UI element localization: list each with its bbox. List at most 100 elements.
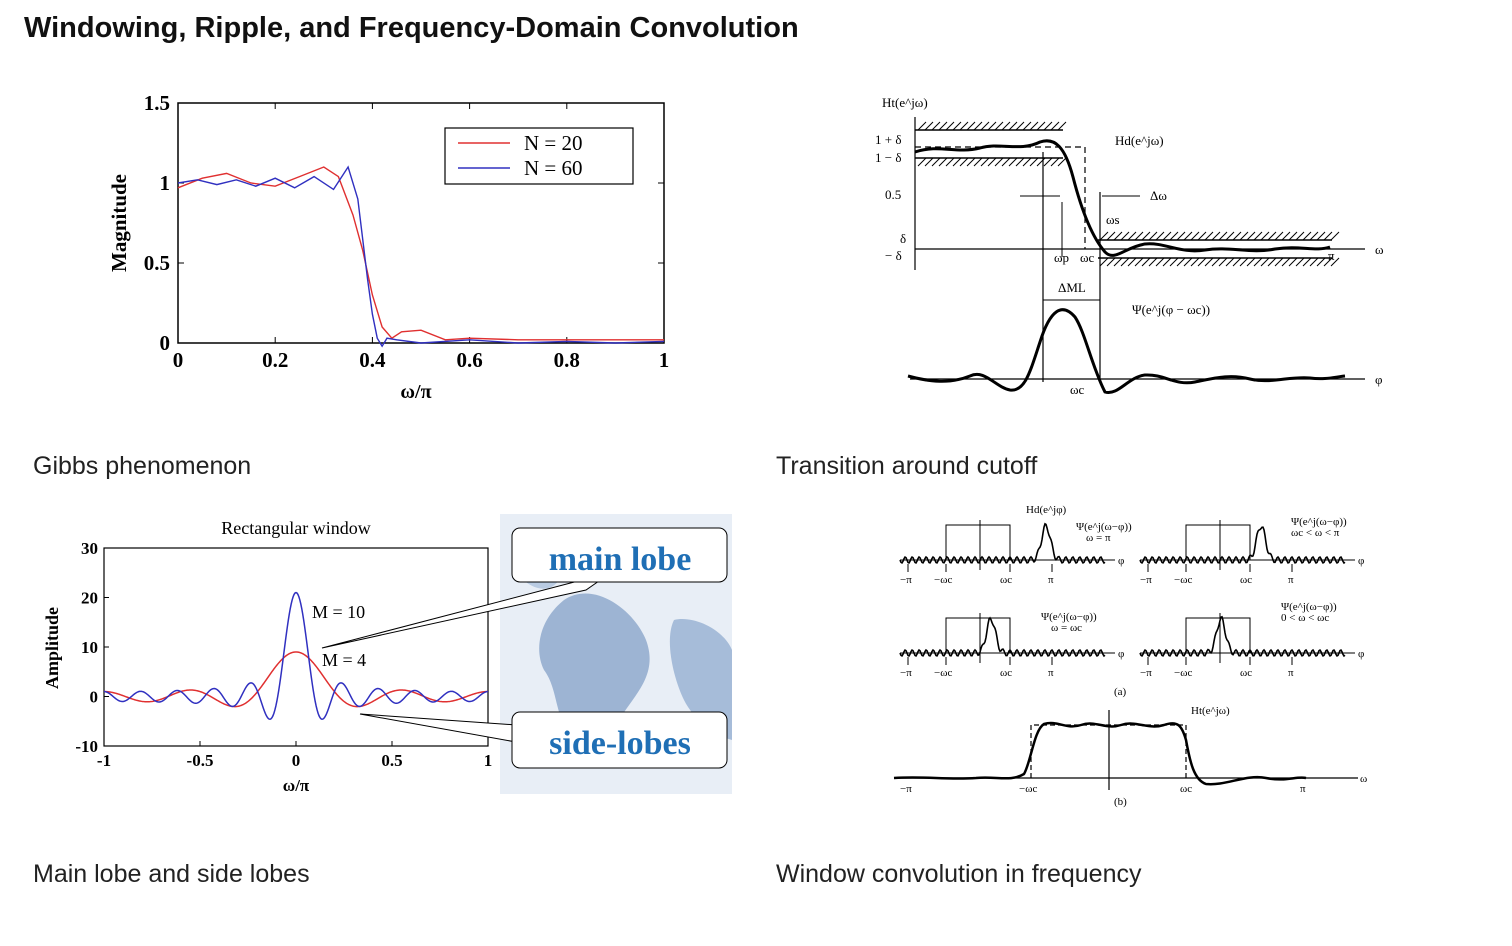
hatch-mark: [1106, 257, 1116, 267]
conv-b-wc: ωc: [1180, 783, 1192, 795]
convolution-diagram: Hd(e^jφ) Ψ(e^j(ω−φ)) ω = π Ψ(e^j(ω−φ)) ω…: [893, 504, 1367, 808]
tr-psi-label: Ψ(e^j(φ − ωc)): [1132, 302, 1210, 317]
hatch-mark: [1176, 231, 1186, 241]
gibbs-ytick-label: 1: [160, 171, 171, 195]
conv-sub-pi: π: [1288, 574, 1294, 586]
hatch-mark: [1134, 257, 1144, 267]
conv-sub-wc: ωc: [1240, 574, 1252, 586]
tr-ideal-response: [915, 146, 1086, 249]
hatch-mark: [1211, 231, 1221, 241]
hatch-mark: [1211, 257, 1221, 267]
hatch-mark: [1120, 257, 1130, 267]
tr-psi-curve: [907, 308, 1346, 394]
tr-omega-c-bottom: ωc: [1070, 382, 1085, 397]
legend-label-n20: N = 20: [524, 131, 583, 155]
hatch-mark: [1148, 231, 1158, 241]
hatch-mark: [1330, 231, 1340, 241]
hatch-mark: [980, 157, 990, 167]
gibbs-xlabel: ω/π: [400, 381, 431, 403]
conv-sub-neg-wc: −ωc: [934, 667, 952, 679]
conv-sub-wc: ωc: [1000, 574, 1012, 586]
hatch-mark: [1183, 231, 1193, 241]
lobes-ylabel: Amplitude: [42, 607, 62, 689]
hatch-mark: [1323, 257, 1333, 267]
hatch-mark: [1113, 257, 1123, 267]
tr-pi: π: [1328, 248, 1335, 263]
hatch-mark: [1155, 231, 1165, 241]
gibbs-series-line-n60: [177, 165, 665, 348]
hatch-mark: [924, 121, 934, 131]
hatch-mark: [1099, 257, 1109, 267]
gibbs-series-line-n20: [177, 166, 664, 341]
hatch-mark: [1036, 121, 1046, 131]
conv-sub-pi: π: [1288, 667, 1294, 679]
hatch-mark: [1330, 257, 1340, 267]
hatch-mark: [1316, 231, 1326, 241]
tr-ht-label: Ht(e^jω): [882, 95, 928, 110]
conv-b-neg-pi: −π: [900, 783, 912, 795]
hatch-mark: [1281, 231, 1291, 241]
gibbs-xtick-label: 0.2: [262, 348, 288, 372]
conv-sub-rect: [1185, 524, 1251, 560]
tr-omega: ω: [1375, 242, 1384, 257]
tr-omega-c: ωc: [1080, 250, 1095, 265]
conv-sub-curve: [1139, 615, 1346, 658]
conv-sub-neg-wc: −ωc: [934, 574, 952, 586]
side-lobes-text: side-lobes: [549, 725, 691, 762]
tr-one-minus-delta: 1 − δ: [875, 150, 901, 165]
gibbs-xtick-label: 0.4: [359, 348, 386, 372]
gibbs-xtick-label: 0: [173, 348, 184, 372]
hatch-mark: [1267, 257, 1277, 267]
hatch-mark: [1141, 231, 1151, 241]
hatch-mark: [1050, 121, 1060, 131]
hatch-mark: [931, 121, 941, 131]
tr-delta-omega: Δω: [1150, 188, 1167, 203]
hatch-mark: [1036, 157, 1046, 167]
hatch-mark: [1148, 257, 1158, 267]
hatch-mark: [994, 121, 1004, 131]
main-lobe-callout: [511, 527, 728, 583]
hatch-mark: [1169, 231, 1179, 241]
hatch-mark: [1106, 231, 1116, 241]
hatch-mark: [1183, 257, 1193, 267]
conv-cond-c: ω = ωc: [1051, 622, 1082, 634]
gibbs-xtick-label: 0.6: [456, 348, 482, 372]
tr-phi: φ: [1375, 372, 1383, 387]
hatch-mark: [1281, 257, 1291, 267]
lobes-xtick-label: -0.5: [187, 751, 214, 770]
conv-sub-phi: φ: [1358, 555, 1364, 567]
hatch-mark: [1239, 231, 1249, 241]
hatch-mark: [1169, 257, 1179, 267]
hatch-mark: [1246, 231, 1256, 241]
lobes-xtick-label: -1: [97, 751, 111, 770]
hatch-mark: [1309, 257, 1319, 267]
gibbs-ytick-label: 1.5: [144, 91, 170, 115]
hatch-mark: [966, 121, 976, 131]
hatch-mark: [1127, 231, 1137, 241]
conv-psi-d: Ψ(e^j(ω−φ)): [1281, 601, 1337, 613]
hatch-mark: [1295, 231, 1305, 241]
lobes-series-line-m10: [103, 591, 489, 721]
hatch-mark: [1260, 231, 1270, 241]
hatch-mark: [1029, 157, 1039, 167]
hatch-mark: [959, 121, 969, 131]
hatch-mark: [1134, 231, 1144, 241]
hatch-mark: [1239, 257, 1249, 267]
hatch-mark: [1141, 257, 1151, 267]
conv-sub-curve: [899, 522, 1106, 565]
hatch-mark: [1001, 157, 1011, 167]
gibbs-ytick-label: 0.5: [144, 251, 170, 275]
hatch-mark: [952, 157, 962, 167]
hatch-mark: [1316, 257, 1326, 267]
map-landmass-2: [669, 619, 732, 740]
hatch-mark: [1043, 121, 1053, 131]
lobes-ytick-label: 10: [81, 638, 98, 657]
hatch-mark: [1190, 231, 1200, 241]
hatch-mark: [1029, 121, 1039, 131]
hatch-mark: [1127, 257, 1137, 267]
hatch-mark: [1267, 231, 1277, 241]
tr-omega-s: ωs: [1106, 212, 1120, 227]
hatch-mark: [1001, 121, 1011, 131]
lobes-xlabel: ω/π: [283, 776, 310, 795]
conv-sub-rect: [945, 617, 1011, 653]
